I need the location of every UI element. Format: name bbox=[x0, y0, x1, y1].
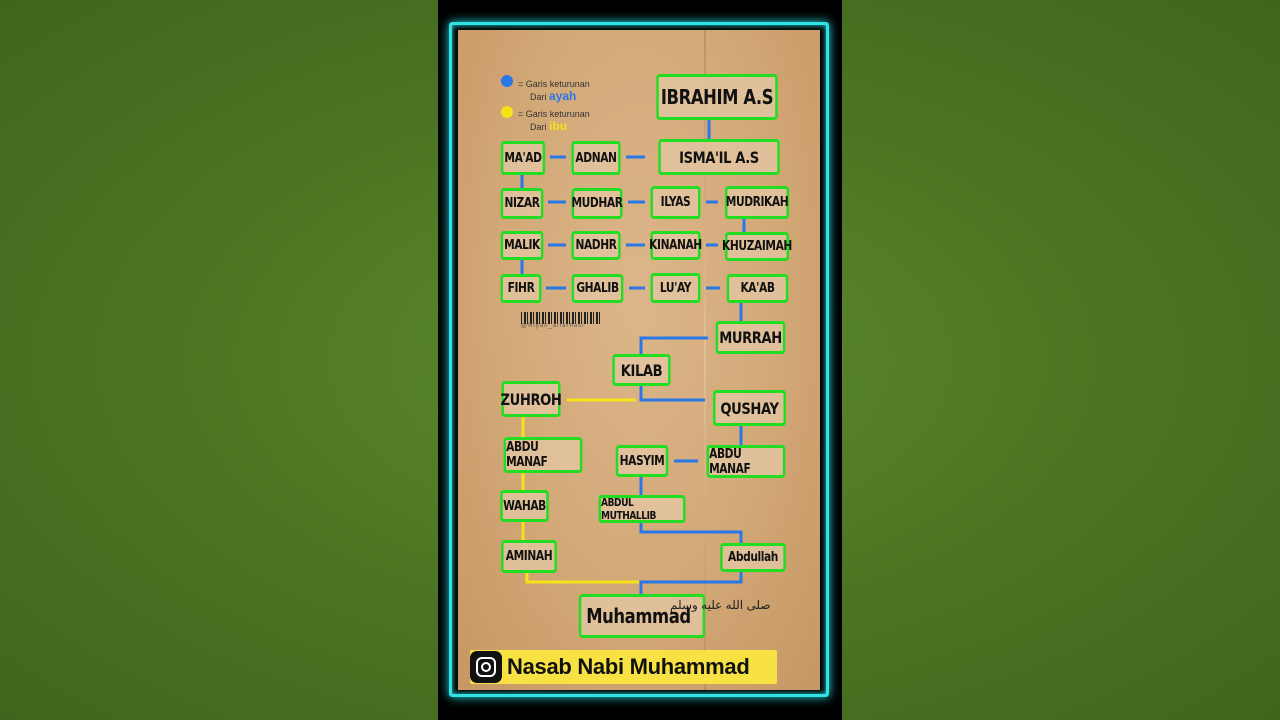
node-kilab: KILAB bbox=[612, 354, 671, 386]
line-kilab-qushay bbox=[639, 386, 705, 402]
node-hasyim: HASYIM bbox=[615, 445, 669, 477]
line-abdullah-muhammad bbox=[639, 572, 743, 594]
node-kaab: KA'AB bbox=[726, 274, 789, 303]
instagram-icon[interactable] bbox=[470, 651, 502, 683]
node-murrah: MURRAH bbox=[715, 321, 786, 354]
node-adnan: ADNAN bbox=[571, 141, 621, 175]
father-line-dot-icon bbox=[501, 75, 513, 87]
barcode-text: @Riyan_alfarhasi bbox=[521, 323, 585, 329]
node-malik: MALIK bbox=[500, 231, 544, 260]
caption-banner bbox=[470, 650, 777, 684]
paper-crease bbox=[704, 30, 706, 690]
line-murrah-kilab bbox=[639, 336, 708, 354]
node-nizar: NIZAR bbox=[500, 188, 544, 219]
node-kinanah: KINANAH bbox=[649, 231, 702, 260]
legend-mother-from: Dari bbox=[530, 122, 547, 132]
node-abdullah: Abdullah bbox=[720, 543, 786, 572]
node-abdul-muthallib: ABDUL MUTHALLIB bbox=[598, 495, 686, 523]
mother-line-dot-icon bbox=[501, 106, 513, 118]
node-aminah: AMINAH bbox=[501, 540, 557, 573]
node-mudhar: MUDHAR bbox=[571, 188, 623, 219]
node-abdu-manaf-right: ABDU MANAF bbox=[706, 445, 786, 478]
barcode-watermark bbox=[521, 312, 601, 324]
node-muhammad-label: Muhammad bbox=[586, 604, 691, 628]
legend-father: = Garis keturunan Dari ayah bbox=[518, 78, 590, 103]
line-muthallib-abdullah bbox=[639, 523, 743, 543]
legend-mother: = Garis keturunan Dari ibu bbox=[518, 108, 590, 133]
caption-title: Nasab Nabi Muhammad bbox=[507, 654, 750, 679]
line-aminah-muhammad bbox=[525, 573, 639, 584]
node-khuzaimah: KHUZAIMAH bbox=[722, 232, 792, 261]
node-nadhr: NADHR bbox=[571, 231, 621, 260]
legend-father-from: Dari bbox=[530, 92, 547, 102]
node-abdu-manaf-left: ABDU MANAF bbox=[503, 437, 583, 473]
node-muhammad: Muhammad bbox=[578, 594, 706, 638]
node-ilyas: ILYAS bbox=[650, 186, 701, 219]
legend-mother-word: ibu bbox=[549, 119, 568, 133]
node-luay: LU'AY bbox=[650, 273, 701, 303]
node-ghalib: GHALIB bbox=[571, 274, 624, 303]
node-fihr: FIHR bbox=[500, 274, 542, 303]
node-zuhroh: ZUHROH bbox=[501, 381, 562, 417]
glow-frame bbox=[449, 22, 829, 697]
node-maad: MA'AD bbox=[500, 141, 546, 175]
arabic-honorific: صلى الله عليه وسلم bbox=[670, 598, 771, 612]
node-ibrahim: IBRAHIM A.S bbox=[656, 74, 778, 120]
node-qushay: QUSHAY bbox=[713, 390, 786, 426]
legend-father-text: = Garis keturunan bbox=[518, 79, 590, 89]
legend-mother-text: = Garis keturunan bbox=[518, 109, 590, 119]
node-wahab: WAHAB bbox=[500, 490, 549, 522]
node-mudrikah: MUDRIKAH bbox=[725, 186, 789, 219]
legend-father-word: ayah bbox=[549, 89, 577, 103]
node-ismail: ISMA'IL A.S bbox=[658, 139, 780, 175]
